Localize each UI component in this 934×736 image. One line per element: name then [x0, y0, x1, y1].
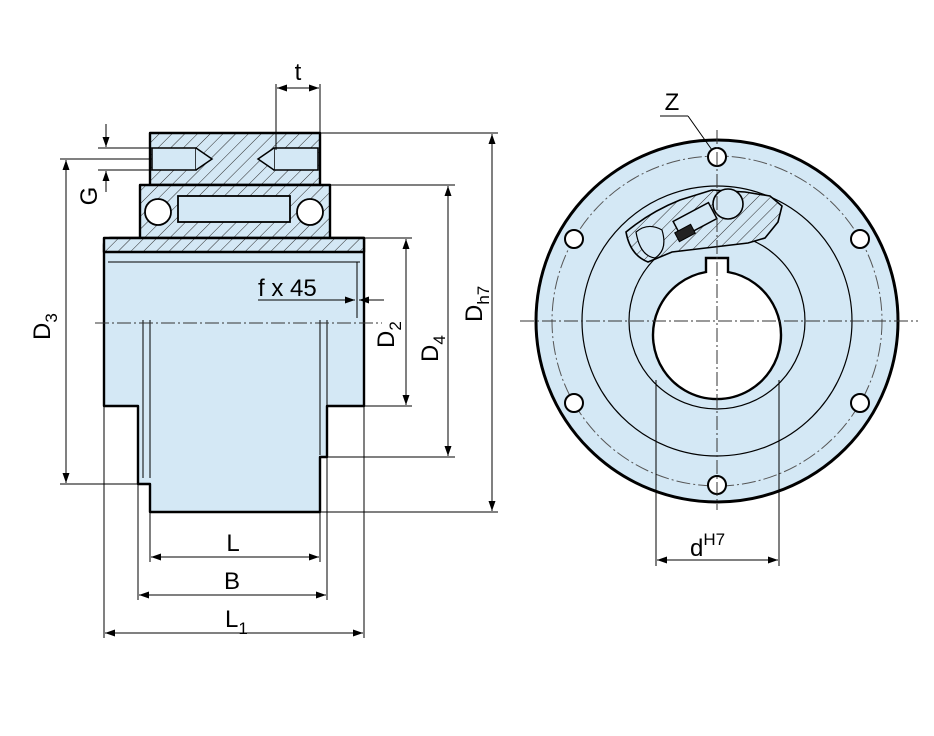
label-d: dH7 — [690, 530, 725, 562]
label-g: G — [76, 187, 103, 206]
front-view-dimensions: Z dH7 — [655, 89, 780, 566]
tapped-hole-left — [151, 147, 197, 171]
label-d2: D2 — [373, 321, 405, 348]
dim-z-leader-slant — [687, 115, 713, 151]
label-f45: f x 45 — [258, 275, 317, 302]
roller-window — [177, 195, 291, 223]
bolt-hole-upper-left — [564, 229, 584, 249]
label-l1: L1 — [225, 606, 248, 638]
label-d3: D3 — [29, 313, 61, 340]
tapped-hole-right — [273, 147, 319, 171]
drill-point-left — [195, 147, 214, 171]
front-view — [520, 130, 918, 510]
label-d4: D4 — [417, 335, 449, 362]
spring-element — [674, 223, 696, 243]
ball-left — [144, 198, 172, 226]
bolt-hole-upper-right — [850, 229, 870, 249]
label-l: L — [226, 530, 239, 557]
side-view-dimensions: t G D3 f x 45 D2 D4 Dh7 — [29, 59, 498, 638]
spring-pin — [712, 188, 744, 220]
label-z: Z — [665, 89, 680, 116]
label-t: t — [295, 59, 302, 86]
label-dh7: Dh7 — [461, 286, 493, 322]
ball-right — [296, 198, 324, 226]
bolt-hole-lower-left — [564, 393, 584, 413]
side-section-view — [95, 131, 382, 514]
bolt-hole-lower-right — [850, 393, 870, 413]
inner-ring-section — [102, 236, 366, 254]
cutaway-pocket — [635, 225, 665, 259]
drill-point-right — [256, 147, 275, 171]
label-b: B — [224, 568, 240, 595]
